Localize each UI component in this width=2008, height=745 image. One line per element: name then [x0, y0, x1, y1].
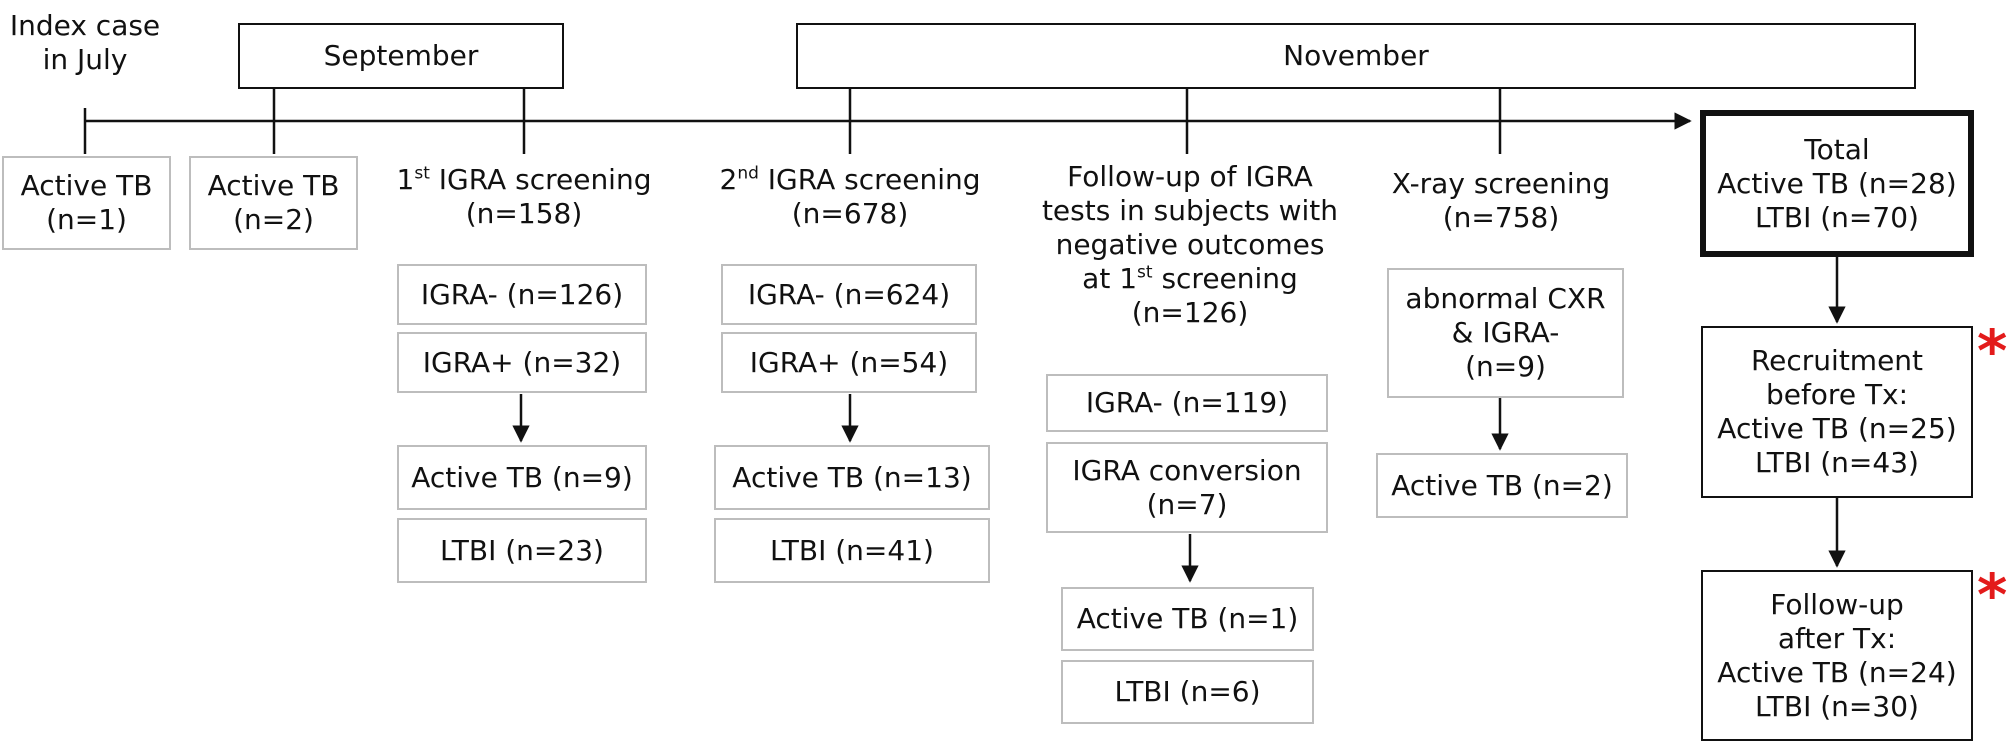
- followup-title: Follow-up of IGRA tests in subjects with…: [1041, 160, 1339, 329]
- second-ltbi-box: LTBI (n=41): [714, 518, 990, 583]
- first-active-tb-box: Active TB (n=9): [397, 445, 647, 510]
- asterisk-recruitment: *: [1977, 317, 2008, 385]
- september-active-tb-box: Active TB (n=2): [189, 156, 358, 250]
- followup-conversion-box: IGRA conversion (n=7): [1046, 442, 1328, 533]
- index-active-tb-box: Active TB (n=1): [2, 156, 171, 250]
- period-september: September: [238, 23, 564, 89]
- second-igra-negative-box: IGRA- (n=624): [721, 264, 977, 325]
- first-igra-negative-box: IGRA- (n=126): [397, 264, 647, 325]
- xray-active-tb-box: Active TB (n=2): [1376, 453, 1628, 518]
- followup-igra-negative-box: IGRA- (n=119): [1046, 374, 1328, 432]
- followup-ltbi-box: LTBI (n=6): [1061, 660, 1314, 724]
- followup-after-box: Follow-up after Tx: Active TB (n=24) LTB…: [1701, 570, 1973, 741]
- asterisk-followup-after: *: [1977, 561, 2008, 629]
- xray-title: X-ray screening (n=758): [1391, 167, 1611, 234]
- followup-active-tb-box: Active TB (n=1): [1061, 587, 1314, 651]
- xray-abnormal-box: abnormal CXR & IGRA- (n=9): [1387, 268, 1624, 398]
- second-active-tb-box: Active TB (n=13): [714, 445, 990, 510]
- first-igra-positive-box: IGRA+ (n=32): [397, 332, 647, 393]
- period-november: November: [796, 23, 1916, 89]
- second-screening-title: 2nd IGRA screening (n=678): [719, 163, 981, 230]
- recruitment-box: Recruitment before Tx: Active TB (n=25) …: [1701, 326, 1973, 498]
- first-screening-title: 1st IGRA screening (n=158): [396, 163, 652, 230]
- total-box: Total Active TB (n=28) LTBI (n=70): [1700, 110, 1974, 257]
- first-ltbi-box: LTBI (n=23): [397, 518, 647, 583]
- second-igra-positive-box: IGRA+ (n=54): [721, 332, 977, 393]
- index-case-label: Index case in July: [9, 9, 161, 76]
